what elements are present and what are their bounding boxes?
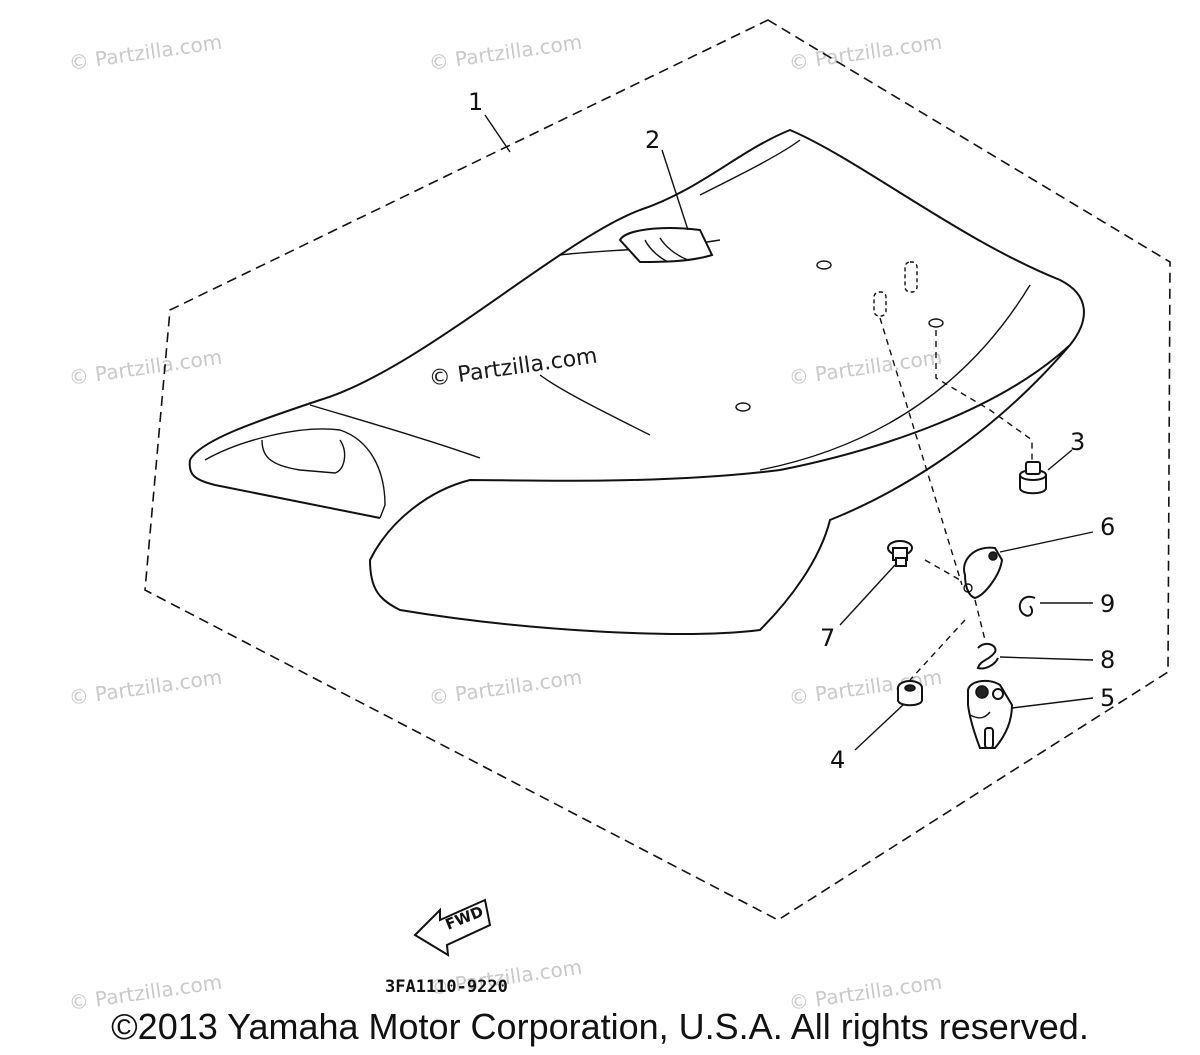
- callout-2: 2: [645, 126, 660, 154]
- leader-part-7: [924, 559, 961, 581]
- seat-mount-holes: [735, 260, 944, 412]
- bolt-part-7: [839, 540, 913, 626]
- callout-5: 5: [1100, 684, 1115, 712]
- diagram-code: 3FA1110-9220: [385, 977, 508, 997]
- watermark: © Partzilla.com: [67, 665, 223, 710]
- leader-line-3: [1047, 449, 1073, 471]
- leader-line-7: [839, 564, 896, 626]
- spring-part-8: [976, 642, 1094, 670]
- watermark-layer: © Partzilla.com © Partzilla.com © Partzi…: [67, 30, 943, 1015]
- watermark: © Partzilla.com: [427, 30, 583, 75]
- watermark: © Partzilla.com: [787, 345, 943, 390]
- clip-part-9: [1018, 595, 1093, 617]
- callout-6: 6: [1100, 513, 1115, 541]
- watermark: © Partzilla.com: [787, 30, 943, 75]
- leader-line-5: [1011, 697, 1094, 709]
- lock-plate-part-6: [963, 531, 1094, 600]
- watermark: © Partzilla.com: [67, 30, 223, 75]
- seat-strap-part-2: [618, 149, 714, 264]
- callout-1: 1: [468, 88, 483, 116]
- latch-part-5: [967, 679, 1094, 749]
- watermark: © Partzilla.com: [427, 665, 583, 710]
- seat: [188, 128, 1085, 635]
- leader-line-4: [854, 704, 904, 751]
- leader-line-6: [999, 531, 1094, 553]
- leader-line-2: [661, 149, 689, 231]
- assembly-boundary: [144, 19, 1171, 921]
- callout-7: 7: [820, 624, 835, 652]
- damper-part-3: [1019, 449, 1073, 495]
- callout-8: 8: [1100, 646, 1115, 674]
- leader-line-1: [484, 114, 511, 153]
- leader-part-3: [935, 330, 1033, 460]
- watermark: © Partzilla.com: [67, 345, 223, 390]
- forward-arrow: FWD: [413, 898, 492, 957]
- callout-9: 9: [1100, 590, 1115, 618]
- leader-part-8: [974, 599, 986, 641]
- leader-part-4: [909, 619, 966, 681]
- leader-latch-path: [879, 317, 963, 586]
- copyright-notice: ©2013 Yamaha Motor Corporation, U.S.A. A…: [111, 1006, 1089, 1047]
- callout-3: 3: [1070, 428, 1085, 456]
- callout-4: 4: [830, 746, 845, 774]
- leader-line-8: [999, 656, 1094, 661]
- watermark-center: © Partzilla.com: [427, 344, 599, 392]
- nut-part-4: [854, 680, 923, 751]
